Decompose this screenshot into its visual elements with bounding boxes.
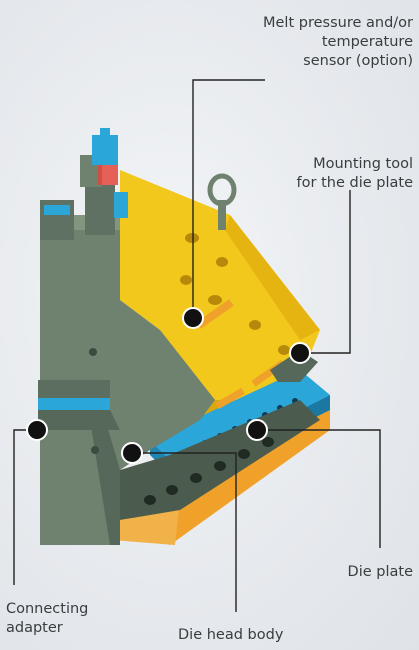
marker-die-head-body bbox=[121, 442, 143, 464]
leader-die-head-body bbox=[132, 452, 237, 612]
label-melt-sensor: Melt pressure and/or temperature sensor … bbox=[263, 15, 413, 69]
marker-mounting-tool bbox=[289, 342, 311, 364]
label-connecting-adapter: Connecting adapter bbox=[6, 601, 89, 636]
leader-connecting-adapter bbox=[13, 429, 37, 585]
label-mounting-tool: Mounting tool for the die plate bbox=[296, 156, 413, 191]
callout-markers bbox=[26, 307, 311, 464]
label-die-head-body: Die head body bbox=[178, 627, 284, 643]
leader-die-plate bbox=[257, 429, 381, 548]
leader-lines bbox=[13, 79, 381, 612]
leader-mounting-tool bbox=[300, 190, 351, 354]
marker-melt-sensor bbox=[182, 307, 204, 329]
label-die-plate: Die plate bbox=[347, 564, 413, 580]
marker-connecting-adapter bbox=[26, 419, 48, 441]
marker-die-plate bbox=[246, 419, 268, 441]
leader-melt-sensor bbox=[192, 79, 265, 318]
